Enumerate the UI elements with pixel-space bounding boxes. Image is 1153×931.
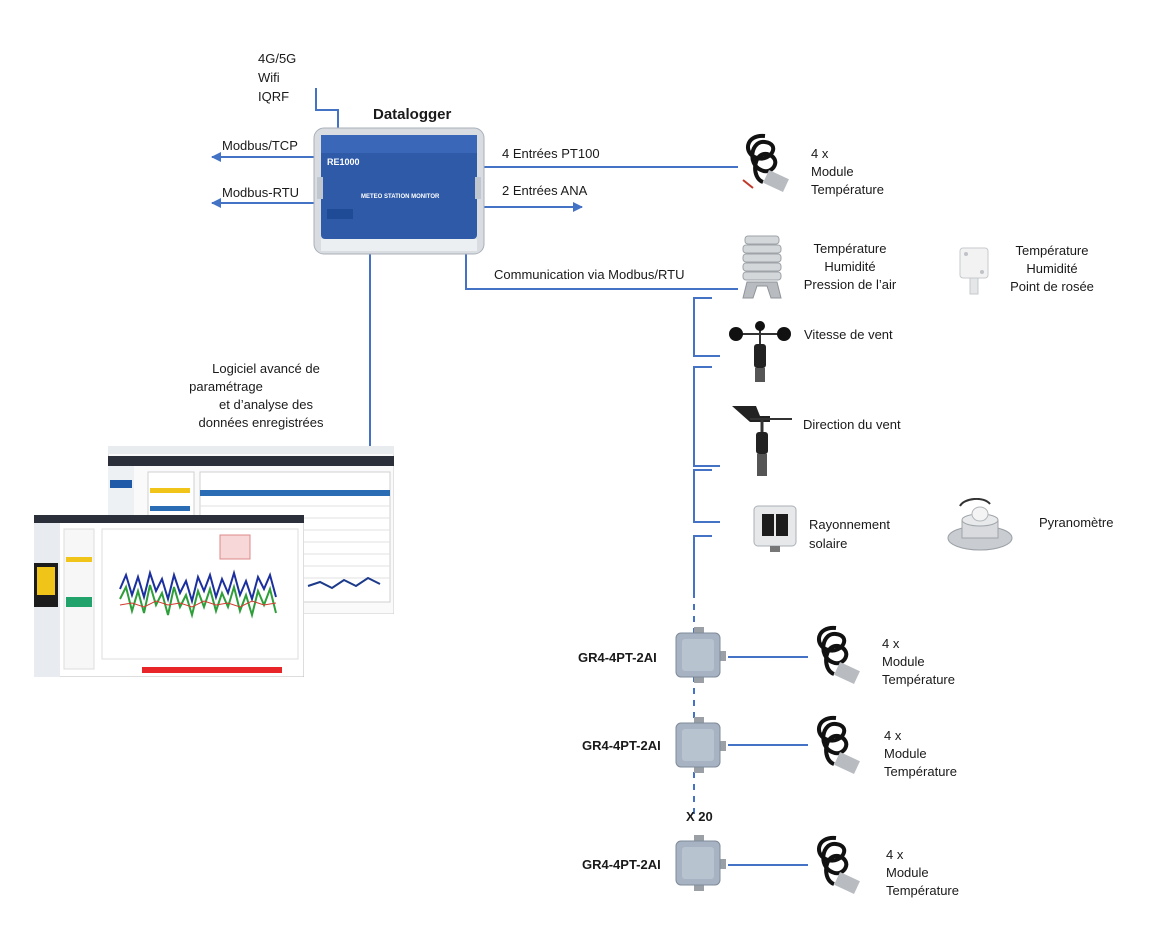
module-2-count: 4 x — [884, 728, 902, 743]
connectivity-iqrf: IQRF — [258, 89, 290, 104]
module-2-type: Température — [884, 764, 957, 779]
datalogger-screen-text: METEO STATION MONITOR — [361, 194, 440, 200]
radiation-shield-icon — [735, 232, 790, 304]
anemometer-label: Vitesse de vent — [804, 327, 893, 342]
thp-sensor-line2: Humidité — [1026, 261, 1078, 276]
module-2-name: GR4-4PT-2AI — [582, 738, 661, 753]
weather-station-line3: Pression de l’air — [803, 277, 897, 292]
wind-vane-label: Direction du vent — [803, 417, 901, 432]
thp-sensor-line3: Point de rosée — [1010, 279, 1094, 294]
temperature-probe-icon — [737, 130, 795, 198]
junction-box-icon-1 — [670, 627, 726, 683]
datalogger-device: RE1000 METEO STATION MONITOR — [313, 127, 485, 255]
multiplier-label: X 20 — [686, 809, 713, 824]
module-3-label: Module — [886, 865, 929, 880]
temp-module-top-type: Température — [811, 182, 884, 197]
junction-box-icon-2 — [670, 717, 726, 773]
module-2-label: Module — [884, 746, 927, 761]
software-screenshot-front — [33, 514, 305, 678]
module-3-type: Température — [886, 883, 959, 898]
pyranometer-label: Pyranomètre — [1039, 515, 1114, 530]
weather-station-line2: Humidité — [824, 259, 876, 274]
module-1-label: Module — [882, 654, 925, 669]
modbus-bus-line — [465, 253, 738, 290]
solar-line1: Rayonnement — [809, 517, 890, 532]
junction-box-icon-3 — [670, 835, 726, 891]
software-line2: paramétrage — [189, 379, 263, 394]
datalogger-title: Datalogger — [373, 106, 452, 123]
software-line4: données enregistrées — [198, 415, 324, 430]
datalogger-icon — [313, 127, 485, 255]
connectivity-4g: 4G/5G — [258, 51, 297, 66]
pyranometer-icon — [944, 498, 1016, 554]
modbus-rtu-label: Modbus-RTU — [222, 185, 300, 200]
module-3-count: 4 x — [886, 847, 904, 862]
weather-station-line1: Température — [813, 241, 887, 256]
wind-vane-icon — [730, 402, 794, 482]
thp-sensor-line1: Température — [1015, 243, 1089, 258]
modbus-bus-label: Communication via Modbus/RTU — [494, 267, 685, 282]
datalogger-brand: RE1000 — [327, 157, 360, 167]
solar-line2: solaire — [809, 536, 848, 551]
software-line1: Logiciel avancé de — [212, 361, 320, 376]
module-1-type: Température — [882, 672, 955, 687]
wireless-link-line — [315, 88, 339, 128]
temperature-probe-icon-2 — [808, 712, 866, 780]
module-3-name: GR4-4PT-2AI — [582, 857, 661, 872]
module-1-count: 4 x — [882, 636, 900, 651]
modbus-tcp-label: Modbus/TCP — [222, 138, 298, 153]
anemometer-icon — [728, 320, 792, 386]
temperature-probe-icon-1 — [808, 622, 866, 690]
connectivity-wifi: Wifi — [258, 70, 280, 85]
temp-module-top-count: 4 x — [811, 146, 829, 161]
pt100-label: 4 Entrées PT100 — [502, 146, 600, 161]
solar-radiation-sensor-icon — [752, 504, 798, 554]
temp-module-top-label: Module — [811, 164, 854, 179]
humidity-sensor-icon — [958, 246, 990, 298]
ana-label: 2 Entrées ANA — [502, 183, 588, 198]
software-line3: et d’analyse des — [219, 397, 313, 412]
temperature-probe-icon-3 — [808, 832, 866, 900]
module-1-name: GR4-4PT-2AI — [578, 650, 657, 665]
